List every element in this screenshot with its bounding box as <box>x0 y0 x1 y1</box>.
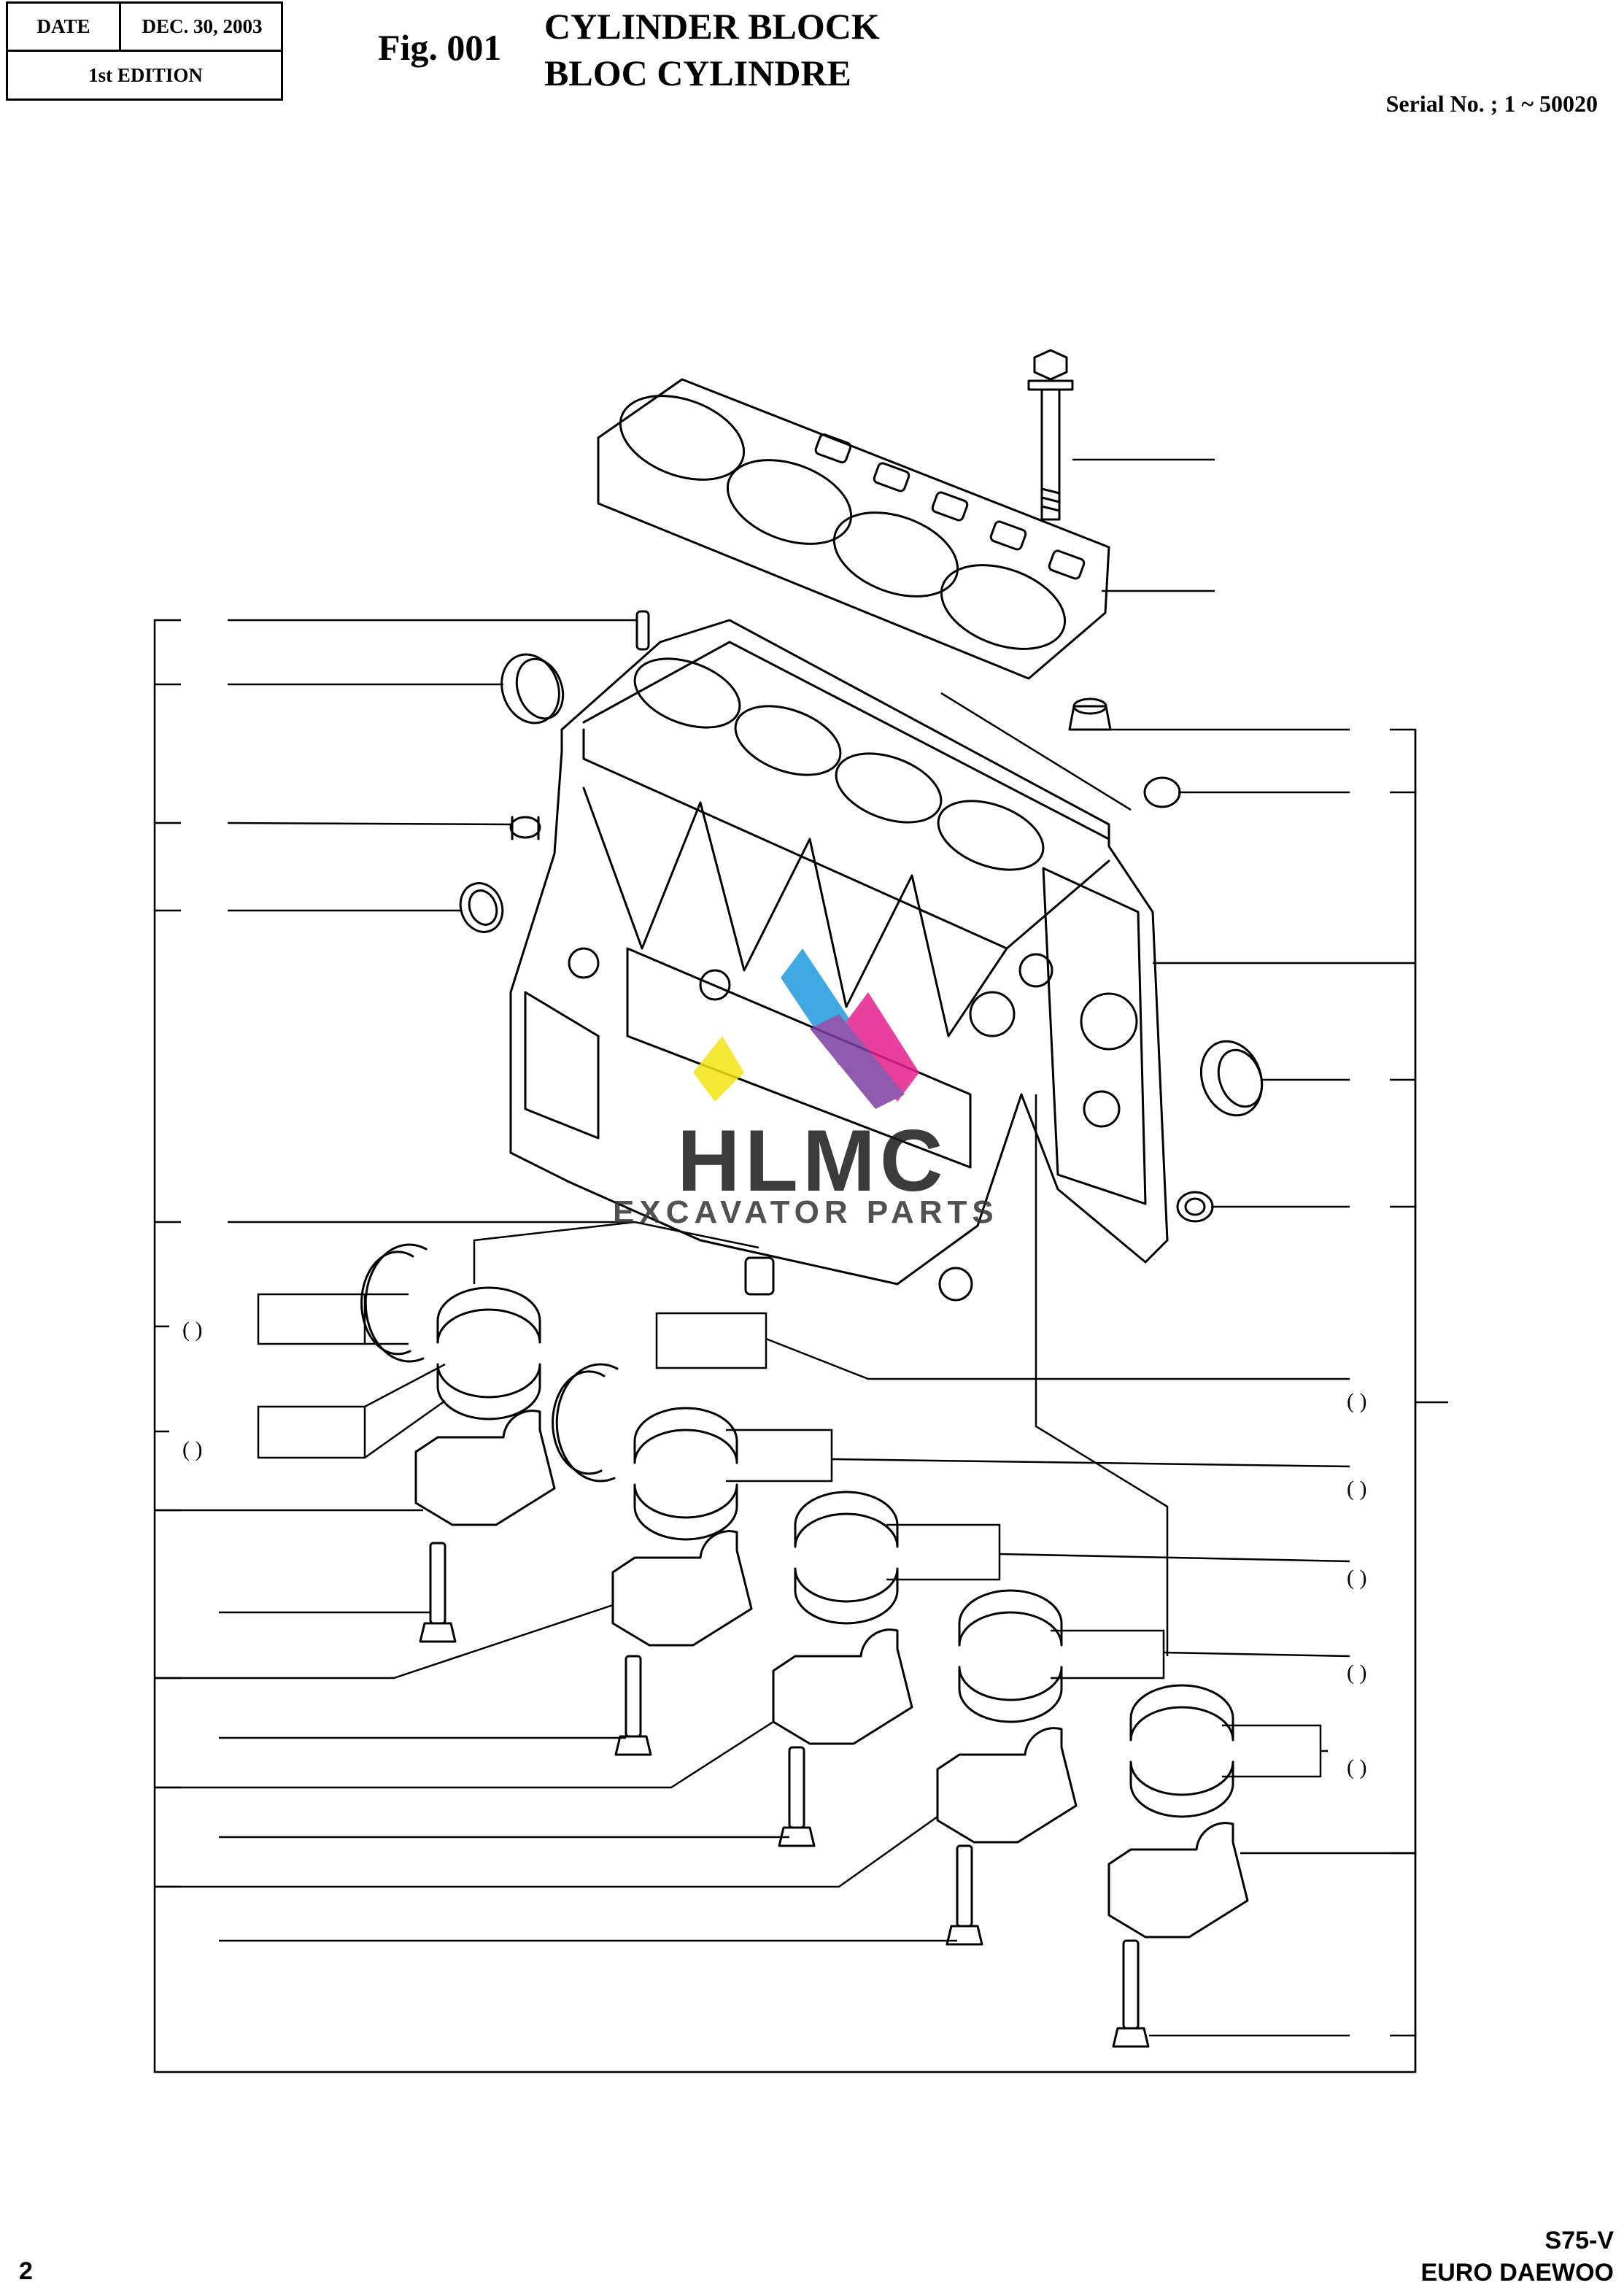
title-french: BLOC CYLINDRE <box>544 53 851 93</box>
callout-leader-lines <box>153 458 1448 2073</box>
figure-number: Fig. 001 <box>378 27 502 68</box>
brand-name: EURO DAEWOO <box>1420 2259 1614 2287</box>
thrust-washer-center <box>552 1363 619 1483</box>
page-number: 2 <box>19 2257 33 2285</box>
date-value: DEC. 30, 2003 <box>121 4 283 52</box>
drain-plug <box>1176 1191 1214 1223</box>
watermark-tagline: EXCAVATOR PARTS <box>613 1194 999 1230</box>
watermark-shape-pink <box>846 992 919 1102</box>
oil-jet <box>744 1256 775 1296</box>
oil-seal-ring <box>459 882 504 933</box>
watermark-shape-yellow <box>693 1036 744 1102</box>
right-paren-1: ( ) <box>1347 1389 1366 1413</box>
date-label: DATE <box>8 4 121 52</box>
right-paren-2: ( ) <box>1347 1477 1366 1501</box>
page-title: CYLINDER BLOCK BLOC CYLINDRE <box>544 3 880 96</box>
main-bearing-group-5 <box>1107 1684 1249 2048</box>
hlmc-watermark: HLMC EXCAVATOR PARTS <box>613 948 999 1230</box>
left-paren-2: ( ) <box>182 1437 202 1461</box>
head-bolt <box>1027 349 1074 521</box>
left-paren-1: ( ) <box>182 1318 202 1342</box>
camshaft-bushing <box>1199 1040 1264 1117</box>
main-bearing-group-2 <box>611 1407 753 1756</box>
cap-plug-right <box>1143 776 1181 808</box>
main-bearing-group-3 <box>772 1491 913 1847</box>
date-edition-box: DATE DEC. 30, 2003 1st EDITION <box>6 1 283 101</box>
serial-range: Serial No. ; 1 ~ 50020 <box>1385 90 1598 117</box>
head-gasket <box>597 378 1110 680</box>
thrust-washer-left <box>360 1243 428 1363</box>
plug-small-left <box>509 816 541 840</box>
main-bearing-group-4 <box>936 1589 1078 1946</box>
main-bearing-group-1 <box>414 1286 556 1643</box>
plug-top-right <box>1068 697 1112 731</box>
callout-parens: ( ) ( ) ( ) ( ) ( ) ( ) ( ) <box>182 1318 1366 1779</box>
expansion-plug-large <box>500 653 565 724</box>
dowel-pin <box>635 610 650 651</box>
edition-label: 1st EDITION <box>88 63 203 86</box>
model-code: S75-V <box>1544 2227 1615 2254</box>
title-english: CYLINDER BLOCK <box>544 6 880 47</box>
model-info: S75-V EURO DAEWOO <box>1421 2225 1614 2289</box>
right-paren-4: ( ) <box>1347 1661 1366 1685</box>
right-paren-5: ( ) <box>1347 1755 1366 1779</box>
watermark-shape-purple <box>810 1014 905 1109</box>
right-paren-3: ( ) <box>1347 1566 1366 1590</box>
watermark-brand: HLMC <box>677 1112 948 1210</box>
